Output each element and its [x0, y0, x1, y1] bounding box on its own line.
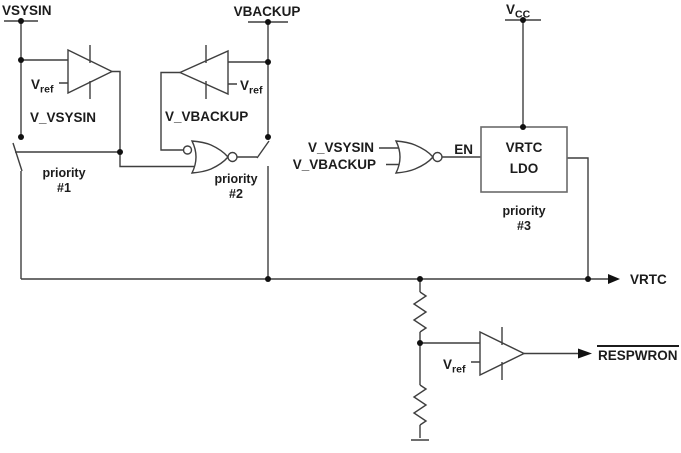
priority1-rank: #1: [57, 181, 71, 195]
en-label: EN: [454, 142, 473, 157]
wire-vrtc-bus: [20, 157, 608, 280]
wire-v-vsysin-signal: [15, 70, 199, 168]
arrowheads-group: [578, 274, 620, 359]
vbackup-terminal-label: VBACKUP: [234, 4, 301, 19]
junction-dot: [520, 124, 526, 130]
switch-priority1-blade: [12, 142, 23, 172]
switch-priority2-blade: [256, 140, 270, 159]
resistor-bottom: [412, 384, 428, 426]
wire-vcc-net: [505, 19, 541, 127]
junction-dot: [18, 18, 24, 24]
nor-input-v-vbackup-label: V_VBACKUP: [293, 157, 376, 172]
resistor-top: [412, 291, 428, 333]
priority3-word: priority: [502, 204, 545, 218]
junction-dot: [585, 276, 591, 282]
vrtc-arrowhead: [608, 274, 620, 284]
comparator-vbackup: [178, 49, 229, 96]
vrtc-output-label: VRTC: [630, 272, 667, 287]
junction-dot: [18, 57, 24, 63]
nor-gate-en-output-bubble: [432, 151, 443, 163]
priority3-rank: #3: [517, 219, 531, 233]
vref-label-comp3: Vref: [443, 357, 466, 376]
resistors-group: [412, 291, 428, 426]
respwron-arrowhead: [578, 348, 592, 359]
vref-label-comp2: Vref: [240, 78, 263, 97]
junction-dot: [265, 276, 271, 282]
vsysin-terminal-label: VSYSIN: [2, 3, 52, 18]
priority1-word: priority: [42, 166, 85, 180]
ldo-box-line1: VRTC: [506, 140, 543, 155]
respwron-output-label: RESPWRON: [598, 348, 678, 363]
vref-ticks: [59, 82, 480, 363]
switches-group: [12, 140, 270, 172]
priority2-rank: #2: [229, 187, 243, 201]
junction-dot: [265, 59, 271, 65]
vcc-terminal-label: VCC: [506, 2, 531, 21]
vrtc-ldo-box: [480, 126, 568, 193]
junction-dots: [18, 17, 591, 346]
junction-dot: [18, 134, 24, 140]
vref-label-comp1: Vref: [31, 77, 54, 96]
nor-gate-switch2-input-bubble: [182, 145, 193, 155]
junction-dot: [117, 149, 123, 155]
comparators-group: [67, 45, 526, 380]
gates-group: [182, 140, 443, 174]
junction-dot: [417, 340, 423, 346]
ldo-box-line2: LDO: [510, 161, 539, 176]
nor-input-v-vsysin-label: V_VSYSIN: [308, 140, 374, 155]
wire-v-vbackup-signal: [160, 71, 184, 151]
junction-dot: [520, 17, 526, 23]
labels-group: VSYSIN VBACKUP VCC Vref Vref Vref V_VSYS…: [2, 2, 679, 376]
priority2-word: priority: [214, 172, 257, 186]
v-vbackup-signal-label: V_VBACKUP: [165, 109, 248, 124]
v-vsysin-signal-label: V_VSYSIN: [30, 110, 96, 125]
nor-gate-switch2: [190, 140, 229, 174]
junction-dot: [265, 19, 271, 25]
nor-gate-switch2-output-bubble: [227, 151, 238, 163]
junction-dot: [265, 134, 271, 140]
junction-dot: [417, 276, 423, 282]
nor-gate-en: [394, 140, 434, 174]
